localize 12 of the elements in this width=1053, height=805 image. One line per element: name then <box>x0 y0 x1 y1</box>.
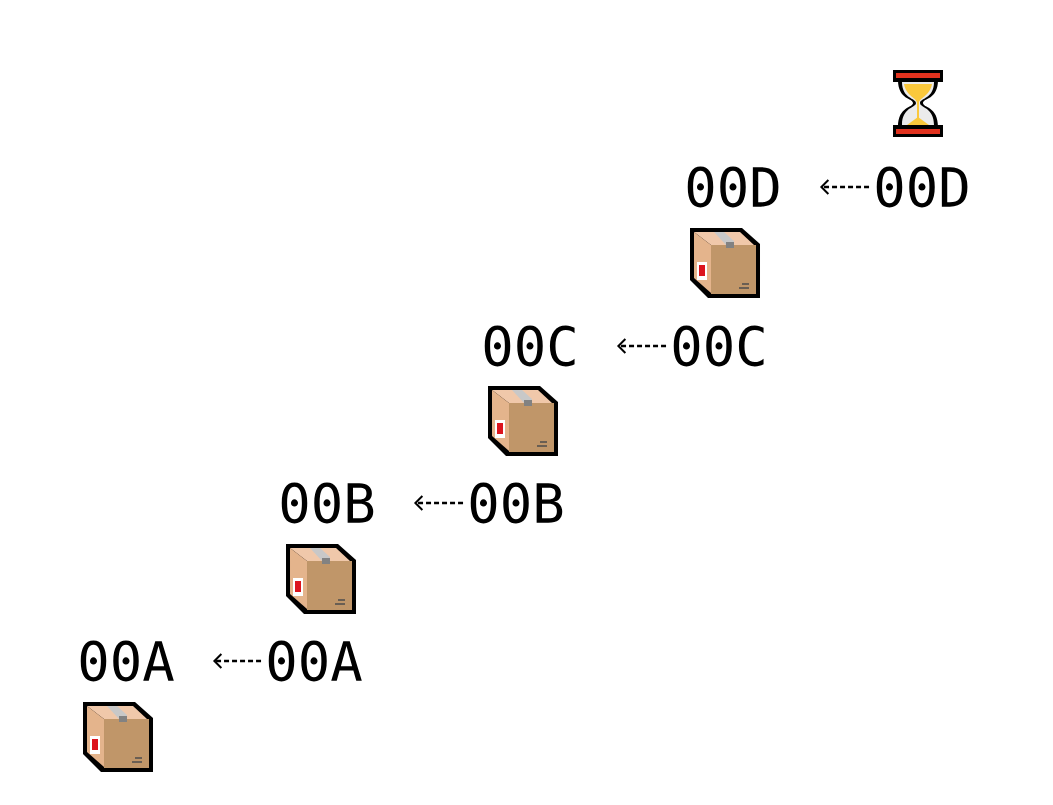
arrow <box>212 653 262 669</box>
arrow <box>819 179 870 195</box>
arrow <box>616 338 667 354</box>
code-label: 00A <box>268 640 362 682</box>
code-label: 00D <box>876 166 968 208</box>
code-label: 00C <box>673 325 764 367</box>
code-label: 00D <box>687 166 779 208</box>
code-label: 00B <box>281 482 374 524</box>
code-label: 00A <box>80 640 174 682</box>
arrow <box>413 495 464 511</box>
code-label: 00B <box>470 482 563 524</box>
code-label: 00C <box>484 325 575 367</box>
